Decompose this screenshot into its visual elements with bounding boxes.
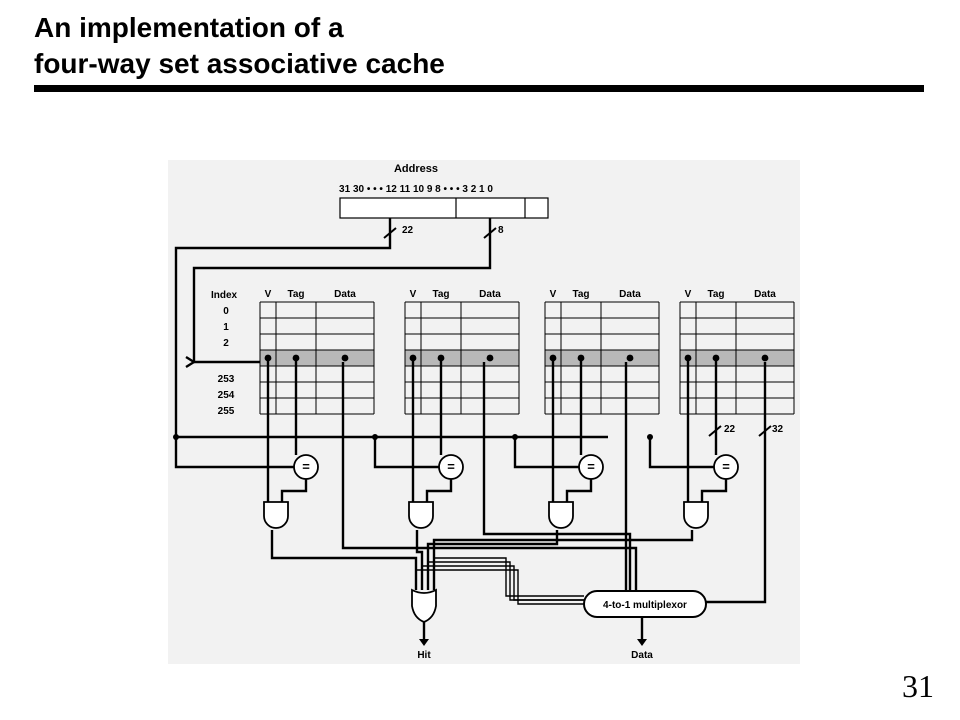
valid-column-header: V [685, 289, 692, 300]
title-underline [34, 85, 924, 92]
and-output-0-wire [270, 530, 418, 590]
title-line-1: An implementation of a [34, 12, 344, 43]
data-column-header: Data [479, 289, 501, 300]
index-column-header: Index [211, 290, 238, 301]
comparator-label: = [722, 459, 730, 474]
tag-comparator [713, 454, 739, 480]
comparator-label: = [447, 459, 455, 474]
bus-width-slash [758, 425, 772, 437]
index-row-label: 255 [218, 406, 235, 417]
datapath-wires [174, 218, 767, 640]
read-port-dot [626, 354, 634, 362]
four-to-one-multiplexor [583, 590, 707, 618]
address-title: Address [394, 163, 438, 175]
address-tag-wire [174, 437, 294, 469]
address-index-bus [192, 218, 492, 364]
tag-column-header: Tag [287, 289, 304, 300]
read-port-dot [486, 354, 494, 362]
data-way-0-wire [341, 362, 638, 591]
tag-comparator [578, 454, 604, 480]
mux-select-wire [428, 561, 584, 601]
read-port-dot [341, 354, 349, 362]
valid-column-header: V [410, 289, 417, 300]
data-output-label: Data [631, 650, 653, 661]
tag-column-header: Tag [432, 289, 449, 300]
valid-column-header: V [265, 289, 272, 300]
bus-width-slash [483, 227, 497, 239]
bus-tap-dot [647, 434, 653, 440]
multiplexor-label: 4-to-1 multiplexor [603, 600, 687, 611]
address-tag-wire [373, 437, 439, 469]
selected-set-row [405, 350, 519, 366]
title-line-2: four-way set associative cache [34, 48, 445, 79]
compare-output-wire [700, 479, 728, 502]
bus-tap-dot [173, 434, 179, 440]
compare-output-wire [280, 479, 308, 502]
compare-output-wire [425, 479, 453, 502]
tag-comparator [293, 454, 319, 480]
address-tag-wire [648, 437, 714, 469]
slide-number: 31 [902, 668, 934, 704]
data-output-width-label: 32 [772, 424, 784, 435]
logic-gates: = = = = [173, 227, 772, 646]
cache-ways: V Tag Data V Tag Data V Tag Data V Tag Data [259, 289, 795, 415]
address-tag-bus [174, 218, 608, 439]
hit-output-arrow [419, 639, 429, 646]
address-bit-numbers: 31 30 • • • 12 11 10 9 8 • • • 3 2 1 0 [339, 184, 493, 195]
and-gate [548, 501, 574, 529]
bus-width-slash [708, 425, 722, 437]
selected-set-row [680, 350, 794, 366]
index-row-label: 1 [223, 322, 229, 333]
index-row-label: 0 [223, 306, 229, 317]
slide-title: An implementation of a four-way set asso… [34, 10, 445, 82]
bus-width-slash [383, 227, 397, 239]
selected-set-row [260, 350, 374, 366]
index-arrowhead [185, 355, 195, 369]
valid-column-header: V [550, 289, 557, 300]
address-register [339, 197, 549, 219]
mux-select-wire [416, 569, 584, 605]
selected-set-row [545, 350, 659, 366]
bus-tap-dot [372, 434, 378, 440]
data-output-arrow [637, 639, 647, 646]
hit-output-label: Hit [417, 650, 431, 661]
mux-select-wire [434, 557, 584, 597]
or-gate [411, 588, 437, 623]
comparator-label: = [587, 459, 595, 474]
and-output-3-wire [432, 530, 694, 590]
and-gate [263, 501, 289, 529]
data-way-3-wire [706, 362, 767, 604]
tag-width-label: 22 [402, 225, 414, 236]
bus-tap-dot [512, 434, 518, 440]
index-row-label: 2 [223, 338, 229, 349]
and-gate [683, 501, 709, 529]
index-row-label: 254 [218, 390, 235, 401]
comparator-label: = [302, 459, 310, 474]
and-gate [408, 501, 434, 529]
tag-column-header: Tag [707, 289, 724, 300]
tag-output-width-label: 22 [724, 424, 736, 435]
address-tag-wire [513, 437, 579, 469]
index-row-label: 253 [218, 374, 235, 385]
compare-output-wire [565, 479, 593, 502]
and-output-1-wire [415, 530, 424, 590]
tag-column-header: Tag [572, 289, 589, 300]
data-column-header: Data [619, 289, 641, 300]
data-column-header: Data [754, 289, 776, 300]
read-port-dot [761, 354, 769, 362]
tag-comparator [438, 454, 464, 480]
data-column-header: Data [334, 289, 356, 300]
and-output-2-wire [426, 530, 559, 590]
index-width-label: 8 [498, 225, 504, 236]
